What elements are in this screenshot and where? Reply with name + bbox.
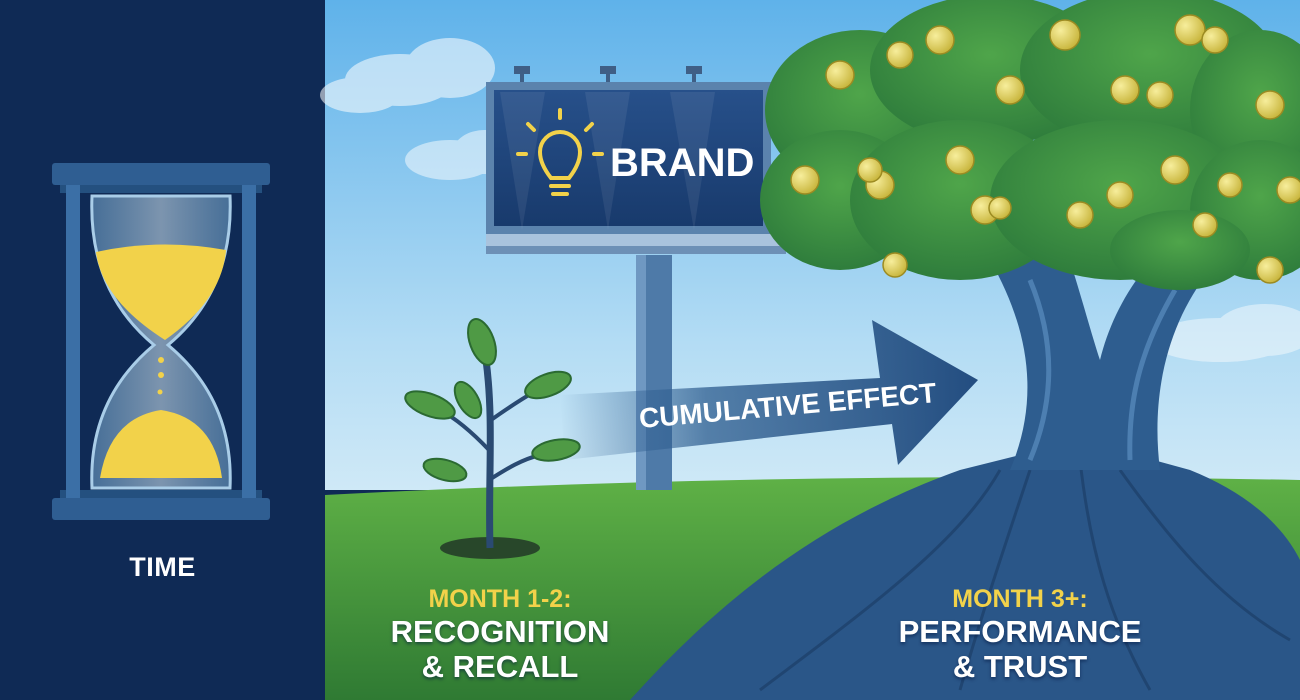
cloud-left [320,38,495,113]
time-label: TIME [129,552,196,582]
billboard-brand-text: BRAND [610,141,754,185]
lightbulb-icon [516,108,604,196]
billboard-ledge [486,234,786,246]
billboard: BRAND [486,66,786,490]
stage-2-caption: MONTH 3+: PERFORMANCE & TRUST [860,585,1180,685]
stage-1-caption: MONTH 1-2: RECOGNITION & RECALL [340,585,660,685]
stage-1-title-line2: & RECALL [421,649,579,685]
cloud-right [1150,304,1300,362]
hourglass-icon [52,163,270,520]
stage-1-month: MONTH 1-2: [428,585,572,613]
stage-2-title-line2: & TRUST [952,649,1088,685]
stage-1-title-line1: RECOGNITION [390,613,610,649]
stage-2-title-line1: PERFORMANCE [898,613,1142,649]
tree-roots [630,440,1300,700]
billboard-lamps [514,66,702,84]
sapling-icon [404,318,581,559]
cumulative-effect-arrow [560,320,978,465]
tree-icon [630,0,1300,700]
stage-2-month: MONTH 3+: [952,585,1088,613]
